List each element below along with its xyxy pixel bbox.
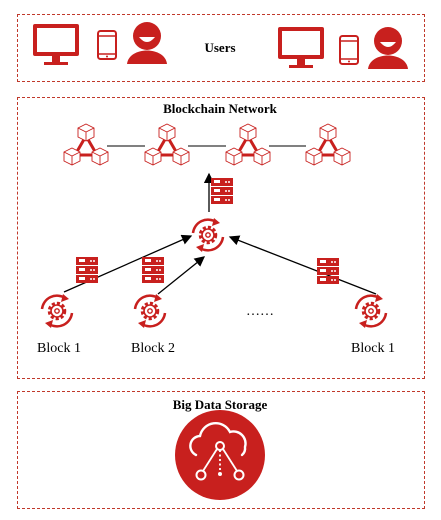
users-title: Users <box>204 40 236 55</box>
blockchain-node-icon <box>145 124 189 165</box>
arrow-block2 <box>157 256 206 295</box>
server-rack-icon <box>211 178 233 204</box>
blockchain-node-icon <box>64 124 108 165</box>
big-data-storage-title: Big Data Storage <box>172 397 268 412</box>
arrow-block3 <box>228 235 377 295</box>
block-label-2: Block 2 <box>131 341 175 356</box>
big-data-storage-panel <box>17 391 425 509</box>
cloud-network-icon <box>175 410 265 500</box>
monitor-icon <box>33 24 79 65</box>
ellipsis: …… <box>246 304 274 319</box>
user-avatar-icon <box>127 22 167 64</box>
blockchain-network-title: Blockchain Network <box>163 101 277 116</box>
server-rack-icon <box>76 257 98 283</box>
server-rack-icon <box>317 258 339 284</box>
server-rack-icon <box>142 257 164 283</box>
user-avatar-icon <box>368 27 408 69</box>
gear-cycle-icon <box>191 216 225 254</box>
block-label-3: Block 1 <box>351 341 395 356</box>
gear-cycle-icon <box>354 292 388 330</box>
blockchain-node-icon <box>306 124 350 165</box>
gear-cycle-icon <box>40 292 74 330</box>
blockchain-node-icon <box>226 124 270 165</box>
monitor-icon <box>278 27 324 68</box>
block-label-1: Block 1 <box>37 341 81 356</box>
users-panel <box>17 14 425 82</box>
tablet-icon <box>339 35 359 65</box>
blockchain-network-panel <box>17 97 425 379</box>
tablet-icon <box>97 30 117 60</box>
gear-cycle-icon <box>133 292 167 330</box>
